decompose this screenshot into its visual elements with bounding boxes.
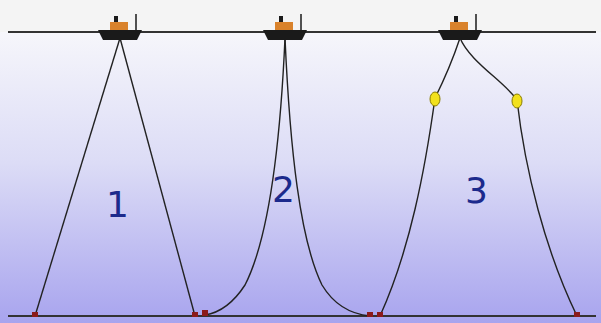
anchor	[377, 312, 383, 317]
water	[0, 32, 601, 323]
callout-number: 3	[465, 173, 488, 209]
lazy-wave-line	[380, 98, 435, 316]
anchor	[32, 312, 38, 317]
sea-bed	[8, 315, 596, 317]
ship	[438, 14, 482, 40]
lazy-wave-line	[435, 38, 460, 98]
callout-number: 1	[106, 187, 129, 223]
lazy-wave-line	[517, 100, 577, 316]
anchor	[192, 312, 198, 317]
anchor	[202, 310, 208, 316]
catenary-line	[285, 38, 370, 316]
lazy-wave-line	[460, 38, 517, 100]
taut-line	[120, 38, 195, 316]
callout-number: 2	[272, 172, 295, 208]
buoy	[512, 94, 522, 108]
buoy	[430, 92, 440, 106]
taut-line	[35, 38, 120, 316]
sky	[0, 0, 601, 32]
ship	[263, 14, 307, 40]
anchor	[367, 312, 373, 317]
ship	[98, 14, 142, 40]
anchor	[574, 312, 580, 317]
